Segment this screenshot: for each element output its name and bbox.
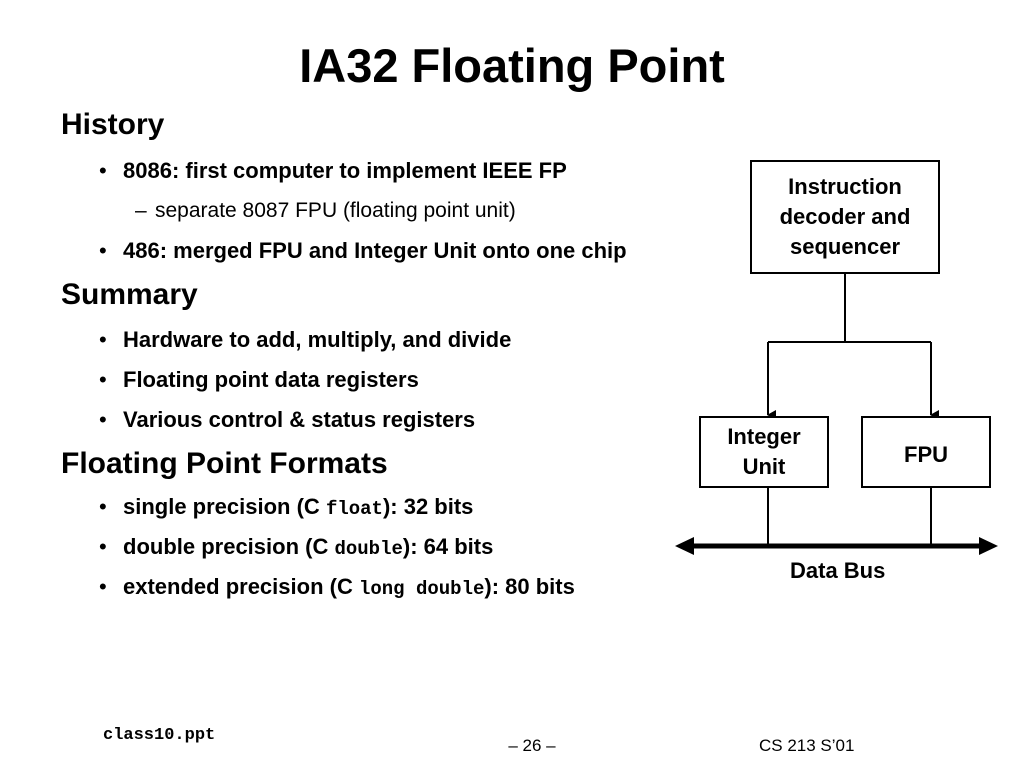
- bullet-text: Hardware to add, multiply, and divide: [123, 327, 512, 352]
- bullet-text-post: ): 80 bits: [484, 574, 575, 599]
- bullet-text-pre: extended precision (C: [123, 574, 359, 599]
- bullet-text: Various control & status registers: [123, 407, 476, 432]
- bullet-double: • double precision (C double): 64 bits: [99, 534, 494, 560]
- decoder-label-2: decoder and: [779, 204, 911, 229]
- bullet-dot: •: [99, 158, 107, 183]
- bullet-text-pre: double precision (C: [123, 534, 335, 559]
- heading-history: History: [61, 108, 165, 141]
- decoder-box: Instruction decoder and sequencer: [750, 160, 940, 274]
- integer-label-1: Integer: [727, 424, 801, 449]
- bullet-hardware: • Hardware to add, multiply, and divide: [99, 327, 512, 353]
- slide-title: IA32 Floating Point: [299, 39, 725, 92]
- bullet-text: Floating point data registers: [123, 367, 419, 392]
- bullet-486: • 486: merged FPU and Integer Unit onto …: [99, 238, 627, 264]
- sub-bullet-8087: – separate 8087 FPU (floating point unit…: [135, 199, 516, 223]
- bullet-data-registers: • Floating point data registers: [99, 367, 419, 393]
- bullet-8086: • 8086: first computer to implement IEEE…: [99, 158, 567, 184]
- fpu-label: FPU: [904, 442, 948, 467]
- heading-summary: Summary: [61, 278, 198, 311]
- decoder-label-3: sequencer: [789, 234, 901, 259]
- decoder-label-1: Instruction: [788, 174, 902, 199]
- bullet-single: • single precision (C float): 32 bits: [99, 494, 474, 520]
- integer-label-2: Unit: [742, 454, 786, 479]
- bullet-text-post: ): 32 bits: [382, 494, 474, 519]
- code-float: float: [325, 498, 383, 520]
- sub-bullet-dash: –: [135, 199, 147, 222]
- bullet-text-pre: single precision (C: [123, 494, 326, 519]
- data-bus-label: Data Bus: [790, 558, 886, 583]
- bullet-dot: •: [99, 494, 107, 519]
- bullet-text-post: ): 64 bits: [402, 534, 494, 559]
- bullet-text: 486: merged FPU and Integer Unit onto on…: [123, 238, 627, 263]
- data-bus-arrow-left: [675, 537, 694, 555]
- data-bus-arrow-right: [979, 537, 998, 555]
- bullet-control-registers: • Various control & status registers: [99, 407, 476, 433]
- bullet-dot: •: [99, 574, 107, 599]
- code-double: double: [334, 538, 403, 560]
- footer-filename: class10.ppt: [103, 726, 216, 745]
- footer-page-number: – 26 –: [508, 736, 556, 755]
- fpu-box: FPU: [861, 416, 991, 488]
- integer-unit-box: Integer Unit: [699, 416, 829, 488]
- bullet-text: 8086: first computer to implement IEEE F…: [123, 158, 567, 183]
- footer-course: CS 213 S’01: [759, 736, 855, 755]
- bullet-dot: •: [99, 367, 107, 392]
- code-long-double: long double: [358, 578, 485, 600]
- bullet-dot: •: [99, 407, 107, 432]
- bullet-extended: • extended precision (C long double): 80…: [99, 574, 575, 600]
- bullet-dot: •: [99, 327, 107, 352]
- bullet-dot: •: [99, 534, 107, 559]
- sub-bullet-text: separate 8087 FPU (floating point unit): [155, 199, 516, 222]
- bullet-dot: •: [99, 238, 107, 263]
- heading-formats: Floating Point Formats: [61, 447, 388, 480]
